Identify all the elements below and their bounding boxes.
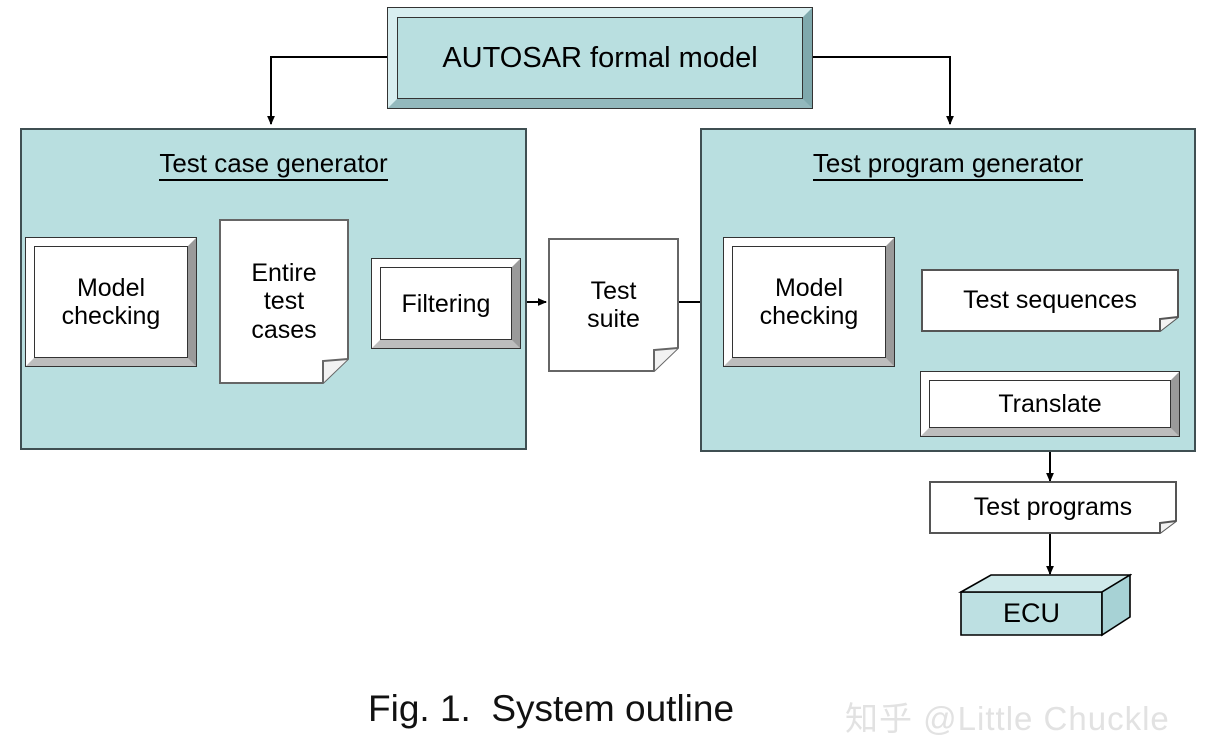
node-model-checking-left[interactable]: Model checking (26, 238, 196, 366)
document-shape-icon (219, 219, 349, 384)
document-shape-icon (548, 238, 679, 372)
figure-caption: Fig. 1. System outline (368, 688, 735, 729)
autosar-formal-model-label: AUTOSAR formal model (398, 18, 802, 98)
document-shape-icon (921, 269, 1179, 332)
node-test-suite[interactable]: Test suite (548, 238, 679, 372)
cube-3d-icon (958, 573, 1132, 637)
edge-autosar-to-test-program-generator (812, 56, 954, 125)
panel-test-case-generator-title: Test case generator (22, 148, 525, 181)
node-filtering[interactable]: Filtering (372, 259, 520, 348)
model-checking-right-label: Model checking (733, 247, 885, 357)
filtering-label: Filtering (381, 268, 511, 339)
node-autosar-formal-model[interactable]: AUTOSAR formal model (388, 8, 812, 108)
node-ecu[interactable]: ECU (958, 572, 1132, 638)
node-entire-test-cases[interactable]: Entire test cases (219, 219, 349, 384)
node-translate[interactable]: Translate (921, 372, 1179, 436)
model-checking-left-label: Model checking (35, 247, 187, 357)
watermark: 知乎 @Little Chuckle (845, 700, 1170, 737)
node-test-sequences[interactable]: Test sequences (921, 269, 1179, 332)
document-shape-icon (929, 481, 1177, 534)
node-test-programs[interactable]: Test programs (929, 481, 1177, 534)
node-model-checking-right[interactable]: Model checking (724, 238, 894, 366)
translate-label: Translate (930, 381, 1170, 427)
panel-test-program-generator-title: Test program generator (702, 148, 1194, 181)
edge-autosar-to-test-case-generator (267, 56, 388, 125)
